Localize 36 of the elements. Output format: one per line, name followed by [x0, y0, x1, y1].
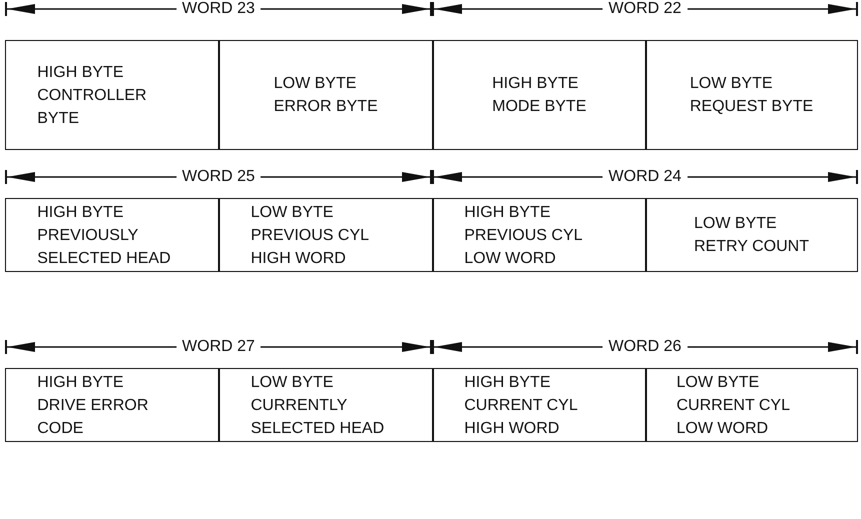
byte-heading: HIGH BYTE: [37, 202, 124, 222]
field-name: CURRENTLY SELECTED HEAD: [250, 396, 386, 438]
byte-field-box: [645, 198, 858, 272]
field-name: MODE BYTE: [492, 97, 586, 117]
field-name: ERROR BYTE: [274, 97, 378, 117]
byte-heading: LOW BYTE: [250, 202, 334, 222]
field-name: REQUEST BYTE: [690, 97, 814, 117]
byte-heading: LOW BYTE: [274, 74, 356, 94]
byte-field-box: [432, 40, 646, 150]
byte-field-box: [218, 368, 434, 442]
field-name: RETRY COUNT: [694, 237, 809, 257]
byte-heading: HIGH BYTE: [37, 372, 124, 392]
byte-field-box: [218, 198, 434, 272]
field-name: CONTROLLER BYTE: [37, 86, 148, 128]
byte-field-box: [645, 368, 858, 442]
field-name: DRIVE ERROR CODE: [37, 396, 150, 438]
field-name: PREVIOUS CYL LOW WORD: [464, 226, 583, 268]
byte-heading: HIGH BYTE: [492, 74, 578, 94]
byte-heading: LOW BYTE: [250, 372, 334, 392]
byte-field-box: [218, 40, 434, 150]
byte-heading: LOW BYTE: [694, 214, 777, 234]
byte-field-box: [5, 40, 220, 150]
byte-heading: HIGH BYTE: [464, 372, 550, 392]
field-name: PREVIOUSLY SELECTED HEAD: [37, 226, 172, 268]
byte-field-box: [645, 40, 858, 150]
field-name: CURRENT CYL HIGH WORD: [464, 396, 578, 438]
byte-field-box: [432, 368, 646, 442]
byte-heading: HIGH BYTE: [37, 62, 124, 82]
byte-field-box: [432, 198, 646, 272]
byte-heading: HIGH BYTE: [464, 202, 550, 222]
byte-field-box: [5, 198, 220, 272]
byte-heading: LOW BYTE: [676, 372, 760, 392]
byte-heading: LOW BYTE: [690, 74, 773, 94]
byte-field-box: [5, 368, 220, 442]
field-name: CURRENT CYL LOW WORD: [676, 396, 790, 438]
field-name: PREVIOUS CYL HIGH WORD: [250, 226, 370, 268]
